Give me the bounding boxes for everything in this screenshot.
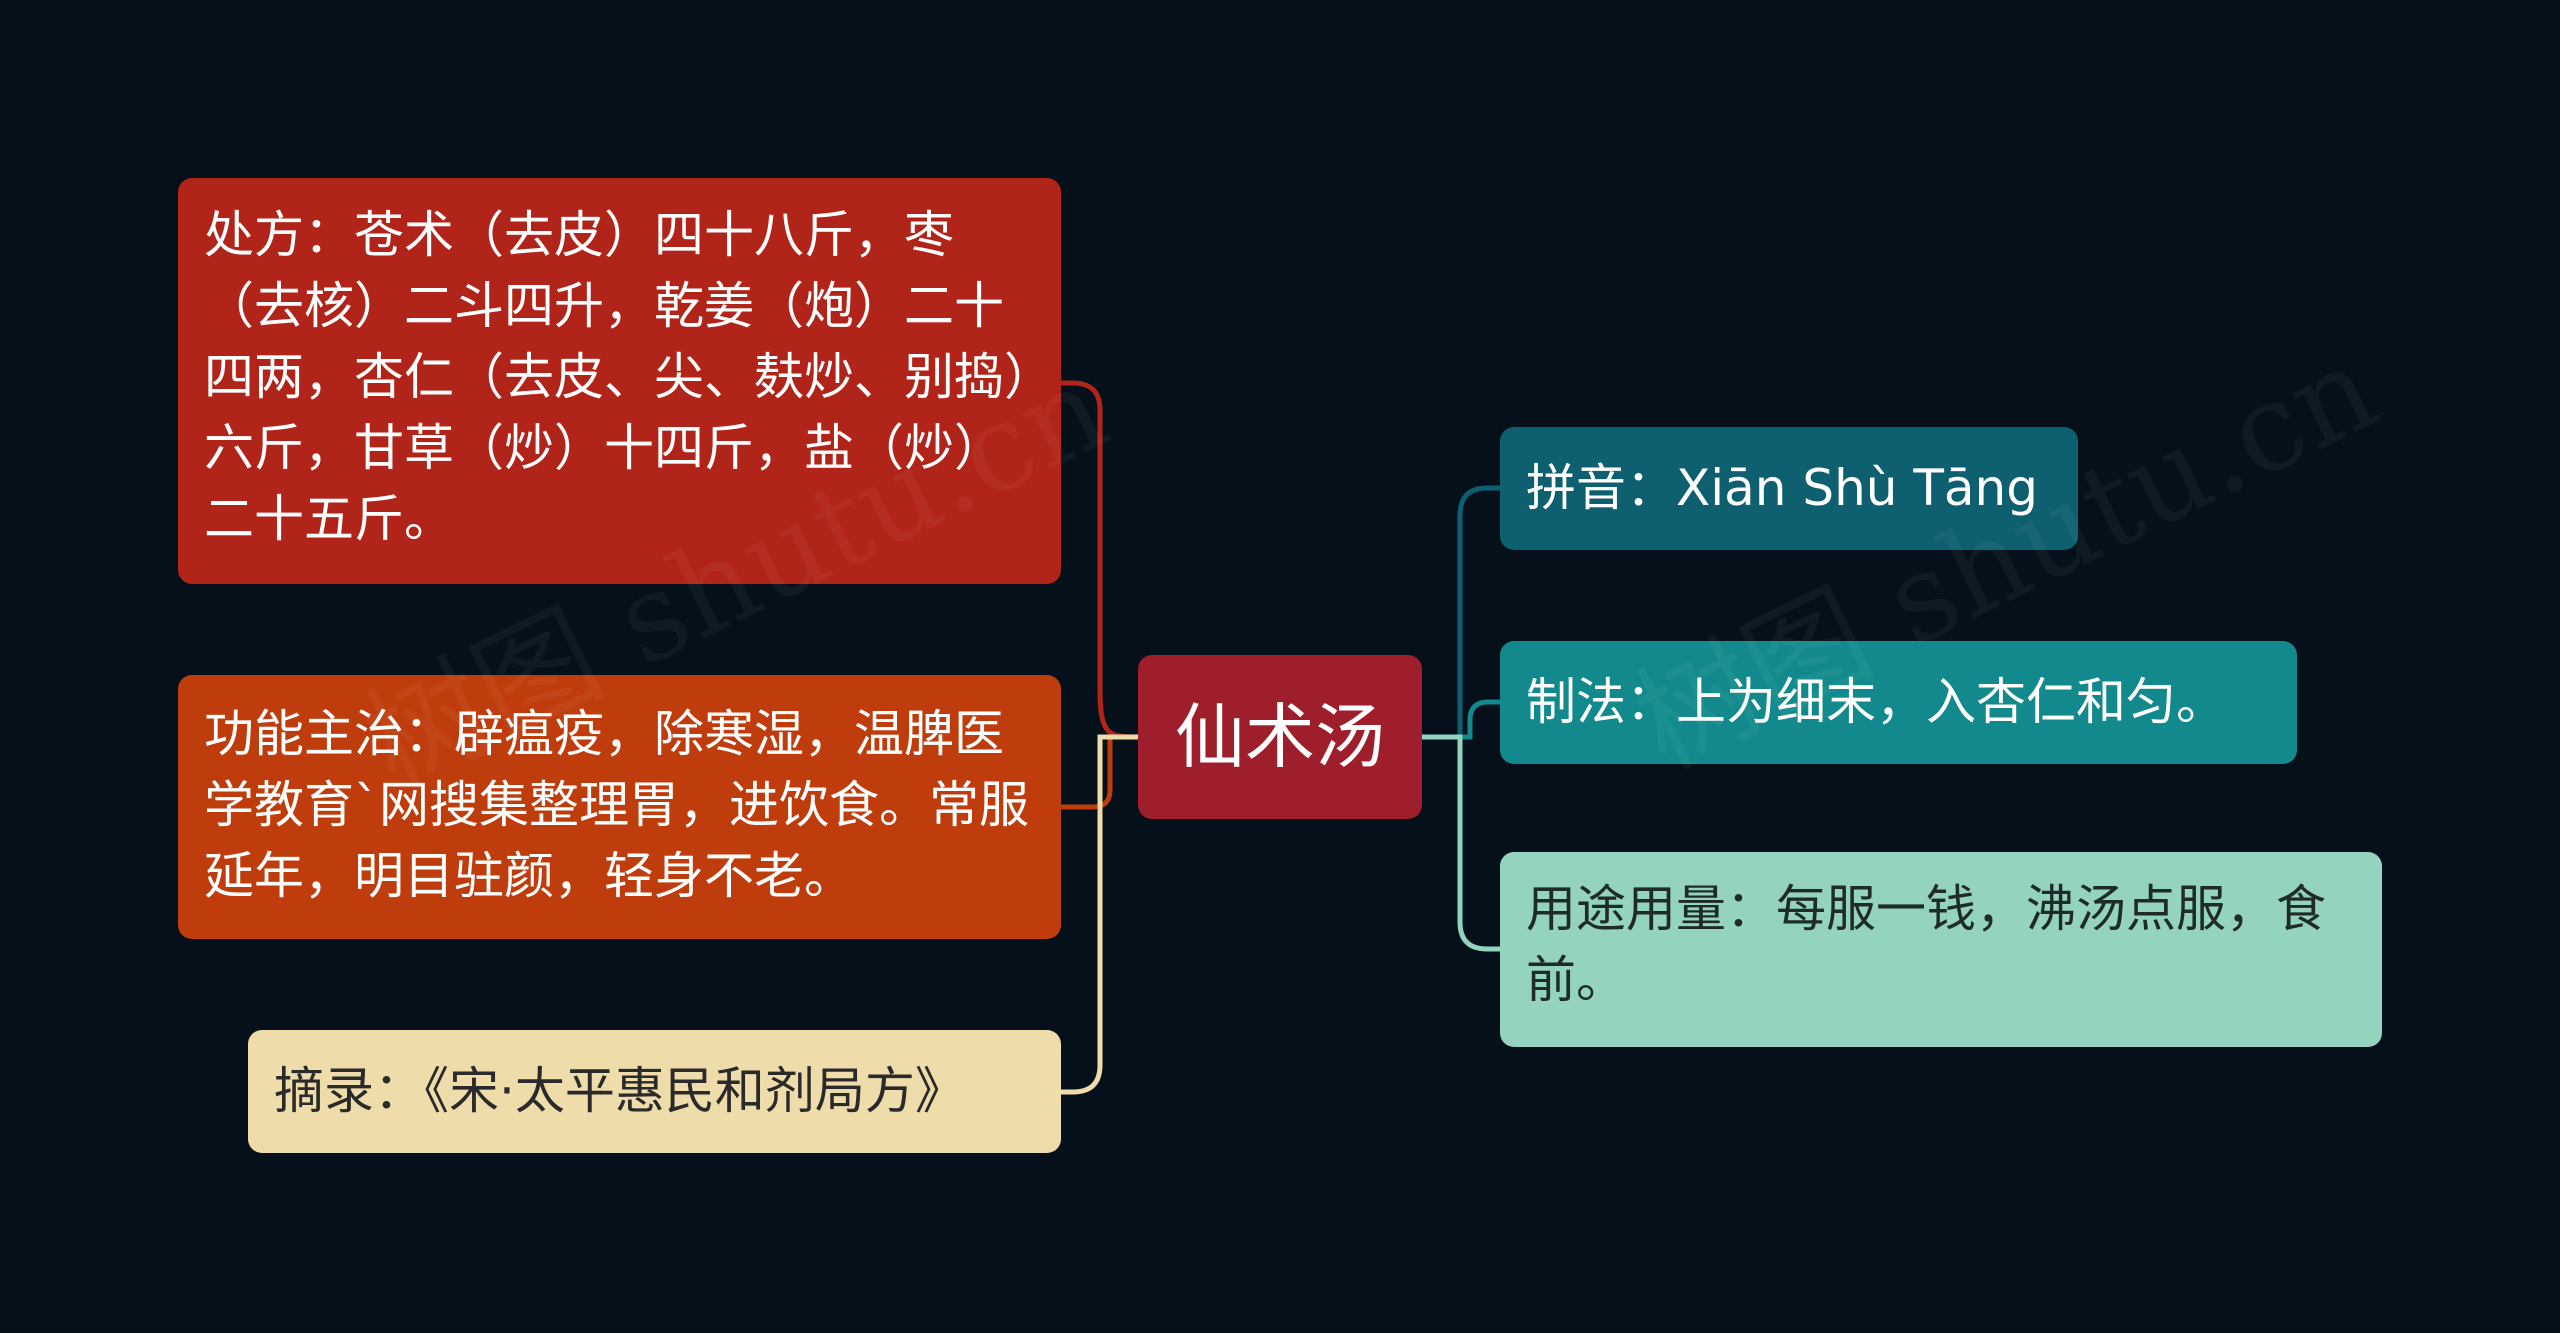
link-pinyin (1422, 485, 1500, 740)
topic-source[interactable]: 摘录：《宋·太平惠民和剂局方》 (248, 1030, 1061, 1153)
center-topic[interactable]: 仙术汤 (1138, 655, 1422, 819)
topic-usage[interactable]: 用途用量：每服一钱，沸汤点服，食前。 (1500, 852, 2382, 1047)
link-usage (1422, 734, 1500, 952)
topic-pinyin[interactable]: 拼音：Xiān Shù Tāng (1500, 427, 2078, 550)
link-source (1061, 734, 1138, 1095)
topic-recipe[interactable]: 处方：苍术（去皮）四十八斤，枣（去核）二斗四升，乾姜（炮）二十四两，杏仁（去皮、… (178, 178, 1061, 584)
link-function (1061, 734, 1138, 810)
link-recipe (1061, 380, 1139, 740)
topic-function[interactable]: 功能主治：辟瘟疫，除寒湿，温脾医学教育`网搜集整理胃，进饮食。常服延年，明目驻颜… (178, 675, 1061, 939)
topic-method[interactable]: 制法：上为细末，入杏仁和匀。 (1500, 641, 2297, 764)
link-method (1422, 699, 1500, 740)
